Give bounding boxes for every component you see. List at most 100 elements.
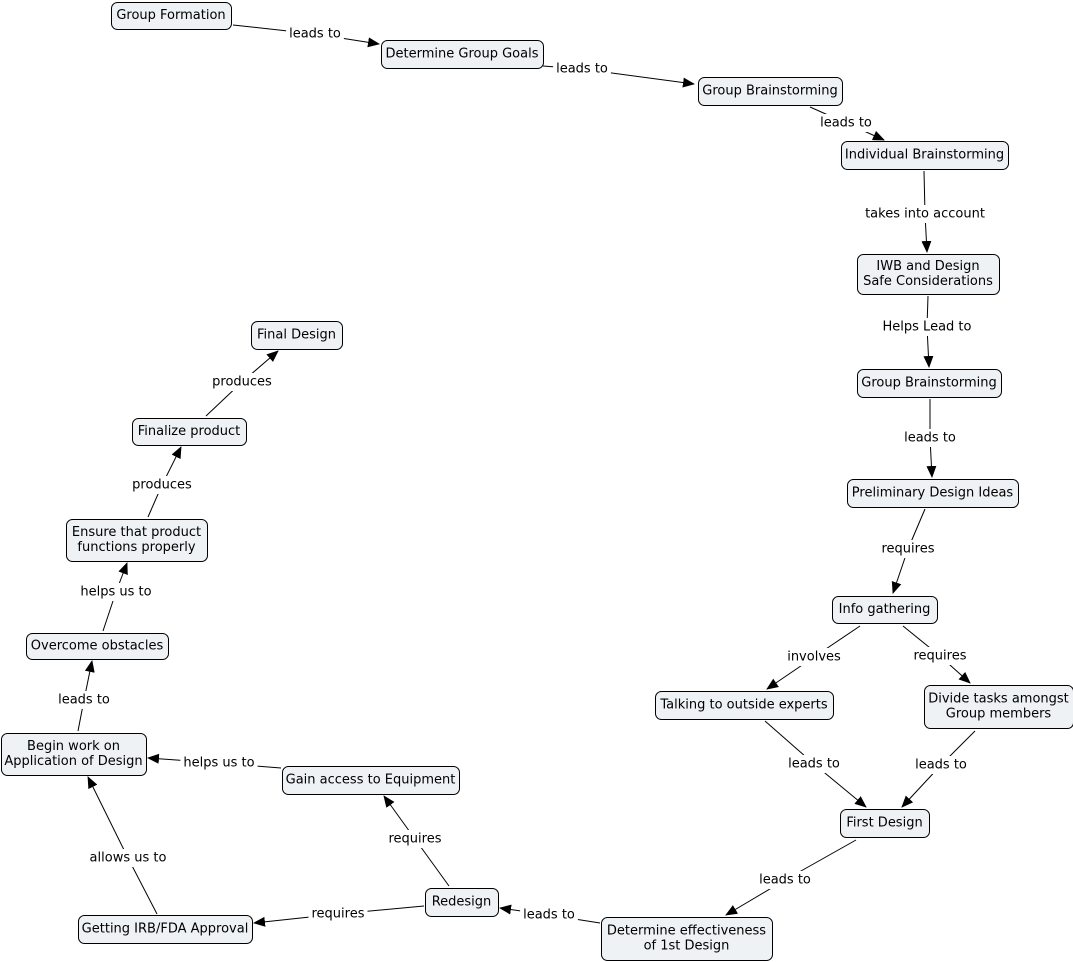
edge-label-background [756, 871, 814, 889]
edge-label-background [553, 60, 611, 78]
edge-label-background [817, 114, 875, 132]
node-overcome-obstacles[interactable]: Overcome obstacles [26, 633, 169, 660]
edge-label-background [901, 429, 959, 447]
node-getting-irb-fda[interactable]: Getting IRB/FDA Approval [78, 915, 253, 944]
edge-label-background [785, 755, 843, 773]
node-final-design[interactable]: Final Design [251, 321, 343, 350]
edge-label-background [784, 648, 844, 666]
edge-talking_outside_experts-to-first_design: leads to [764, 720, 867, 808]
edge-info_gathering-to-talking_outside_experts: involves [766, 625, 861, 690]
edge-label-background [385, 830, 445, 848]
node-preliminary-design-ideas[interactable]: Preliminary Design Ideas [847, 479, 1019, 508]
edge-label-background [55, 691, 113, 709]
edge-label: leads to [788, 757, 840, 772]
node-label: Preliminary Design Ideas [852, 486, 1014, 501]
node-group-brainstorming-2[interactable]: Group Brainstorming [857, 369, 1002, 398]
edge-label-background [209, 373, 275, 391]
edge-begin_work_application-to-overcome_obstacles: leads to [55, 660, 113, 732]
node-label: Determine effectiveness [607, 924, 766, 939]
node-box [111, 2, 232, 30]
node-box [381, 40, 544, 69]
edge-label: requires [914, 649, 967, 664]
node-box [251, 321, 343, 350]
edge-label-background [912, 756, 970, 774]
edge-label: leads to [556, 62, 608, 77]
node-talking-outside-experts[interactable]: Talking to outside experts [655, 691, 834, 720]
edge-label: produces [212, 375, 272, 390]
edge-preliminary_design_ideas-to-info_gathering: requires [878, 508, 938, 594]
node-box [840, 809, 930, 838]
edge-gain_access_equipment-to-begin_work_application: helps us to [147, 753, 282, 772]
node-box [282, 766, 460, 795]
edge-label-background [878, 540, 938, 558]
edge-label: leads to [915, 758, 967, 773]
edge-label: leads to [58, 693, 110, 708]
edge-individual_brainstorming-to-iwb_design_safe: takes into account [862, 170, 988, 253]
node-box [132, 418, 247, 446]
edge-label: leads to [759, 873, 811, 888]
edge-group_brainstorming_2-to-preliminary_design_ideas: leads to [901, 399, 959, 478]
node-individual-brainstorming[interactable]: Individual Brainstorming [841, 141, 1009, 170]
node-label: of 1st Design [644, 939, 730, 954]
node-box [857, 369, 1002, 398]
node-determine-group-goals[interactable]: Determine Group Goals [381, 40, 544, 69]
node-label: Talking to outside experts [659, 698, 828, 713]
edge-redesign-to-gain_access_equipment: requires [383, 795, 450, 887]
node-box [78, 915, 253, 944]
node-group-brainstorming-1[interactable]: Group Brainstorming [698, 77, 843, 106]
edge-label-background [129, 476, 195, 494]
node-label: Individual Brainstorming [845, 148, 1004, 163]
edge-determine_effectiveness-to-redesign: leads to [499, 904, 601, 924]
edge-getting_irb_fda-to-begin_work_application: allows us to [86, 776, 170, 915]
node-label: Getting IRB/FDA Approval [82, 922, 249, 937]
node-info-gathering[interactable]: Info gathering [832, 596, 938, 624]
node-box [66, 519, 208, 562]
node-label: Finalize product [138, 424, 241, 439]
edge-label-background [879, 318, 975, 336]
node-label: Determine Group Goals [386, 47, 539, 62]
edge-label-background [308, 905, 368, 923]
node-box [857, 254, 1000, 295]
edge-overcome_obstacles-to-ensure_product_functions: helps us to [77, 562, 155, 632]
edges-layer: leads to leads to leads to takes into accou… [55, 24, 988, 927]
node-label: Group Formation [116, 8, 225, 23]
node-group-formation[interactable]: Group Formation [111, 2, 232, 30]
edge-first_design-to-determine_effectiveness: leads to [725, 839, 857, 916]
edge-label: produces [132, 478, 192, 493]
edge-finalize_product-to-final_design: produces [205, 350, 279, 417]
node-box [698, 77, 843, 106]
edge-label: requires [389, 832, 442, 847]
node-box [1, 733, 147, 776]
node-box [601, 917, 773, 961]
edge-group_formation-to-determine_group_goals: leads to [232, 24, 380, 48]
edge-label: requires [312, 907, 365, 922]
edge-label-background [286, 25, 344, 43]
edge-determine_group_goals-to-group_brainstorming_1: leads to [542, 60, 695, 88]
node-label: Application of Design [4, 754, 142, 769]
edge-label: leads to [289, 27, 341, 42]
edge-label: takes into account [865, 207, 985, 222]
node-redesign[interactable]: Redesign [425, 888, 499, 917]
edge-label: helps us to [80, 585, 151, 600]
node-label: Ensure that product [72, 525, 201, 540]
node-first-design[interactable]: First Design [840, 809, 930, 838]
node-box [26, 633, 169, 660]
node-label: Group members [946, 707, 1052, 722]
node-box [841, 141, 1009, 170]
node-finalize-product[interactable]: Finalize product [132, 418, 247, 446]
node-label: Final Design [257, 328, 336, 343]
node-box [655, 691, 834, 720]
edge-label: leads to [904, 431, 956, 446]
edge-label-background [862, 205, 988, 223]
edge-label-background [180, 754, 258, 772]
edge-label: helps us to [183, 756, 254, 771]
edge-label: requires [882, 542, 935, 557]
node-label: Group Brainstorming [702, 84, 838, 99]
node-gain-access-equipment[interactable]: Gain access to Equipment [282, 766, 460, 795]
